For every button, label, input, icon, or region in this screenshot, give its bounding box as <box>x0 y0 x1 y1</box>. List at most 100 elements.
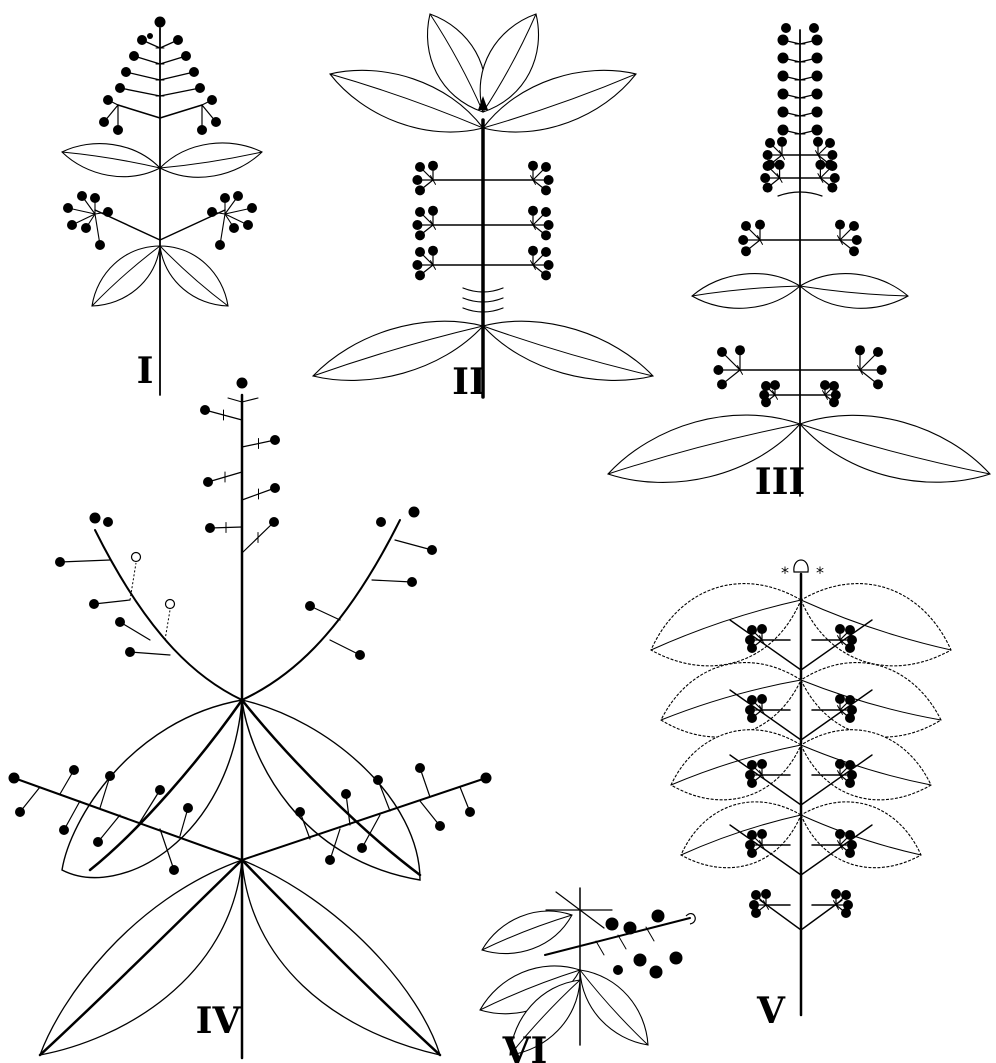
fruit-dot <box>606 918 619 931</box>
fruit-dot <box>113 125 123 135</box>
leaf-lower-left <box>92 246 160 306</box>
fruit-dot <box>155 785 165 795</box>
branch-line <box>98 815 120 842</box>
fruit-dot <box>845 643 855 653</box>
leaf-serrate-left <box>681 802 801 868</box>
leaf-serrate-right <box>801 802 921 868</box>
fruit-dot <box>747 830 757 840</box>
fruit-dot <box>105 771 115 781</box>
fruit-dot <box>735 345 745 355</box>
fruit-dot <box>528 206 538 216</box>
figure-V: ** <box>651 560 951 1015</box>
fruit-dot <box>155 17 166 28</box>
fruit-dot <box>757 694 767 704</box>
fruit-dot <box>99 117 109 127</box>
fruit-dot <box>830 173 840 183</box>
fruit-dot <box>270 483 280 493</box>
terminal-flower-bud <box>794 560 808 572</box>
fruit-dot <box>815 160 825 170</box>
fruit-dot <box>747 760 757 770</box>
fruit-dot <box>757 829 767 839</box>
fruit-dot <box>747 778 757 788</box>
fruit-dot <box>741 246 751 256</box>
figure-IV <box>9 378 492 1059</box>
fruit-dot <box>670 952 683 965</box>
fruit-dot <box>427 545 437 555</box>
fruit-dot <box>763 161 773 171</box>
fruit-dot <box>376 517 386 527</box>
fruit-dot <box>270 435 280 445</box>
fruit-dot <box>77 191 87 201</box>
fruit-dot <box>207 207 217 217</box>
fruit-dot <box>812 53 823 64</box>
fruit-dot <box>827 161 837 171</box>
fruit-dot <box>103 207 113 217</box>
leaf-upper-left <box>62 144 160 177</box>
branch-line <box>126 72 160 80</box>
fruit-dot <box>415 207 425 217</box>
fruit-dot <box>237 378 248 389</box>
fruit-dot <box>195 83 205 93</box>
fruit-dot <box>412 175 422 185</box>
fruit-dot <box>9 773 20 784</box>
fruit-dot <box>825 138 835 148</box>
fruit-dot <box>829 397 839 407</box>
fruit-dot <box>541 207 551 217</box>
leaf-mid-right <box>800 274 908 309</box>
fruit-dot <box>528 161 538 171</box>
fruit-dot <box>428 206 438 216</box>
fruit-dot <box>93 837 103 847</box>
fruit-dot <box>90 193 100 203</box>
fruit-dot <box>778 125 789 136</box>
fruit-dot <box>544 260 554 270</box>
fruit-dot <box>103 517 113 527</box>
label-II: II <box>452 361 486 403</box>
label-VI: VI <box>502 1030 548 1063</box>
figure-III <box>608 23 990 496</box>
fruit-dot <box>129 51 139 61</box>
fruit-dot <box>115 617 125 627</box>
fruit-dot <box>778 71 789 82</box>
fruit-dot <box>211 117 221 127</box>
pedicel-dashed <box>165 610 170 640</box>
branch-line <box>372 580 412 582</box>
branch-line <box>60 560 110 562</box>
fruit-dot <box>125 647 135 657</box>
bract-tick <box>228 398 242 402</box>
leaf-mid-right-midrib <box>242 700 420 875</box>
branch-line <box>330 640 360 655</box>
fruit-dot <box>357 843 367 853</box>
fruit-dot <box>412 220 422 230</box>
fruit-dot <box>67 220 77 230</box>
branch-line <box>395 540 432 550</box>
fruit-dot <box>89 599 99 609</box>
fruit-dot <box>81 223 91 233</box>
leaf-serrate-left <box>671 730 801 800</box>
branch-left-lower <box>14 778 242 860</box>
fruit-dot <box>829 381 839 391</box>
fruit-dot <box>613 965 623 975</box>
fruit-dot <box>137 35 147 45</box>
fruit-dot <box>873 347 883 357</box>
bract-tick <box>618 935 626 949</box>
fruit-dot <box>269 517 279 527</box>
fruit-dot <box>781 23 791 33</box>
fruit-dot <box>747 625 757 635</box>
fruit-dot <box>652 910 665 923</box>
fruit-dot <box>415 763 425 773</box>
fruit-dot <box>63 203 73 213</box>
branch-line <box>160 72 194 80</box>
fruit-dot <box>738 235 748 245</box>
fruit-dot <box>233 191 243 201</box>
fruit-dot <box>757 759 767 769</box>
pedicel-dashed <box>130 563 136 600</box>
fruit-dot <box>90 513 101 524</box>
leaf-mid-left <box>692 274 800 309</box>
fruit-dot <box>755 220 765 230</box>
branch-line <box>100 776 110 808</box>
fruit-dot <box>200 405 210 415</box>
fruit-dot <box>835 829 845 839</box>
fruit-dot <box>295 807 305 817</box>
fruit-dot <box>59 825 69 835</box>
